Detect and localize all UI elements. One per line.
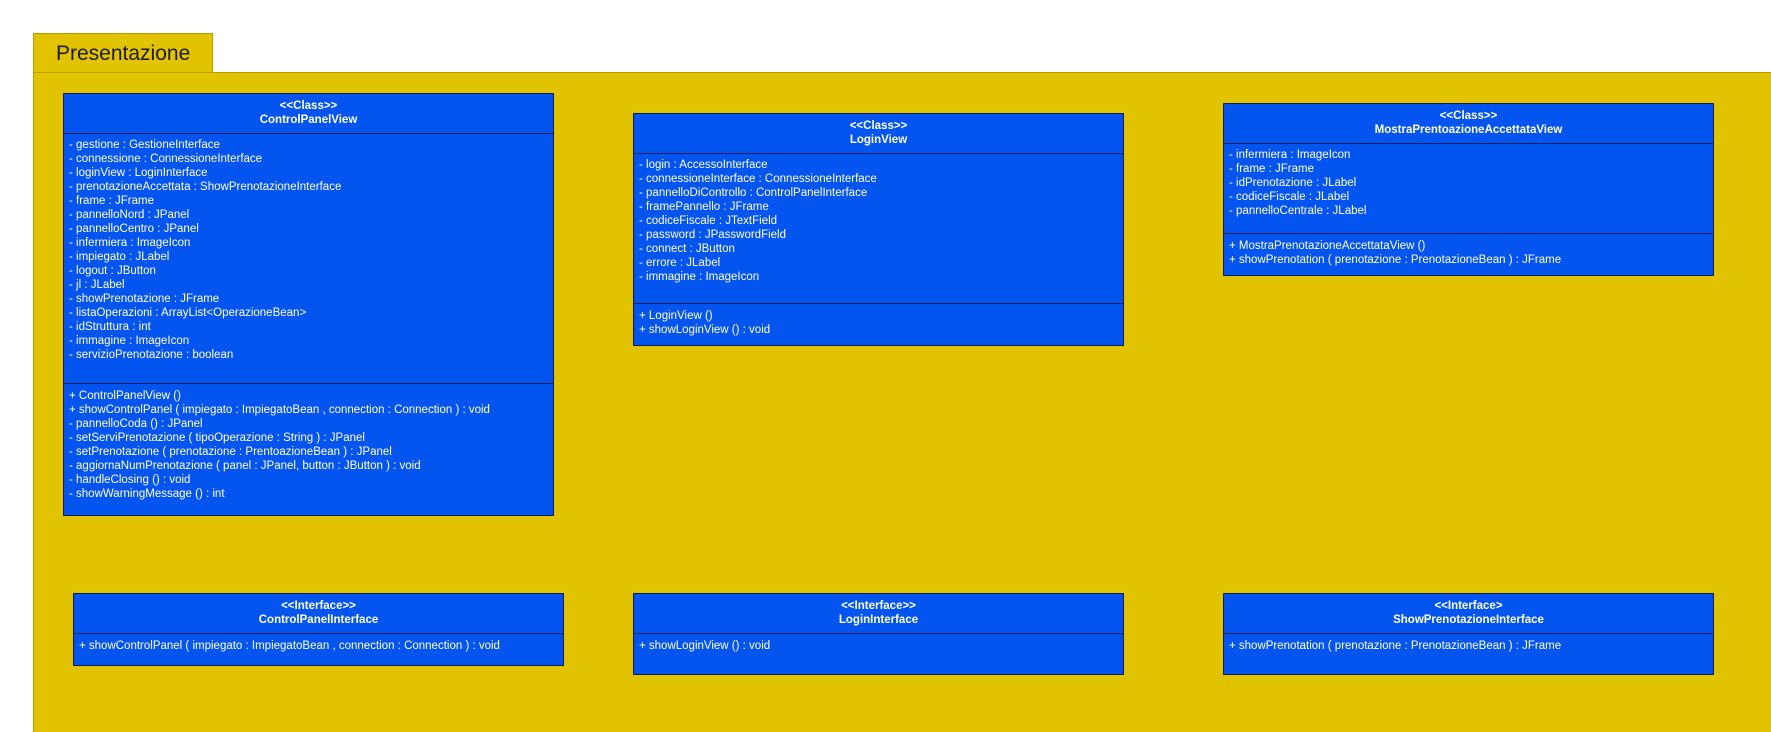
package-name: Presentazione bbox=[56, 42, 191, 65]
attribute-line: - immagine : ImageIcon bbox=[639, 271, 760, 283]
operations-compartment: + showControlPanel ( impiegato : Impiega… bbox=[74, 634, 563, 658]
attribute-line: - prenotazioneAccettata : ShowPrenotazio… bbox=[69, 181, 342, 193]
class-stereotype: <<Class>> bbox=[849, 120, 908, 132]
operations-compartment: + showLoginView () : void bbox=[634, 634, 1123, 658]
operation-line: + showLoginView () : void bbox=[639, 640, 771, 652]
attribute-line: - password : JPasswordField bbox=[639, 229, 786, 241]
interface-header: <<Interface> ShowPrenotazioneInterface bbox=[1224, 594, 1713, 634]
interface-login[interactable]: <<Interface>> LoginInterface + showLogin… bbox=[633, 593, 1124, 675]
operation-line: - setServiPrenotazione ( tipoOperazione … bbox=[69, 432, 365, 444]
operation-line: + showPrenotation ( prenotazione : Preno… bbox=[1229, 640, 1562, 652]
interface-show-prenotazione[interactable]: <<Interface> ShowPrenotazioneInterface +… bbox=[1223, 593, 1714, 675]
attribute-line: - pannelloDiControllo : ControlPanelInte… bbox=[639, 187, 868, 199]
attribute-line: - pannelloCentro : JPanel bbox=[69, 223, 199, 235]
operation-line: - showWarningMessage () : int bbox=[69, 488, 225, 500]
attribute-line: - impiegato : JLabel bbox=[69, 251, 170, 263]
interface-name: ControlPanelInterface bbox=[258, 614, 379, 626]
class-header: <<Class>> LoginView bbox=[634, 114, 1123, 154]
attributes-compartment: - infermiera : ImageIcon - frame : JFram… bbox=[1224, 144, 1713, 234]
attribute-line: - codiceFiscale : JTextField bbox=[639, 215, 778, 227]
attribute-line: - connect : JButton bbox=[639, 243, 735, 255]
operation-line: + LoginView () bbox=[639, 310, 713, 322]
attributes-compartment: - gestione : GestioneInterface - conness… bbox=[64, 134, 553, 384]
attribute-line: - login : AccessoInterface bbox=[639, 159, 768, 171]
operations-compartment: + showPrenotation ( prenotazione : Preno… bbox=[1224, 634, 1713, 658]
attribute-line: - pannelloNord : JPanel bbox=[69, 209, 190, 221]
operation-line: + MostraPrenotazioneAccettataView () bbox=[1229, 240, 1426, 252]
interface-header: <<Interface>> ControlPanelInterface bbox=[74, 594, 563, 634]
attribute-line: - frame : JFrame bbox=[1229, 163, 1314, 175]
attribute-line: - connessioneInterface : ConnessioneInte… bbox=[639, 173, 877, 185]
attribute-line: - logout : JButton bbox=[69, 265, 156, 277]
class-stereotype: <<Class>> bbox=[279, 100, 338, 112]
attribute-line: - infermiera : ImageIcon bbox=[1229, 149, 1351, 161]
attribute-line: - showPrenotazione : JFrame bbox=[69, 293, 220, 305]
attribute-line: - connessione : ConnessioneInterface bbox=[69, 153, 263, 165]
operation-line: + showLoginView () : void bbox=[639, 324, 771, 336]
class-name: MostraPrentoazioneAccettataView bbox=[1374, 124, 1563, 136]
interface-name: ShowPrenotazioneInterface bbox=[1393, 614, 1544, 626]
interface-stereotype: <<Interface> bbox=[1434, 600, 1503, 612]
attribute-line: - jl : JLabel bbox=[69, 279, 125, 291]
attribute-line: - errore : JLabel bbox=[639, 257, 721, 269]
operation-line: + showControlPanel ( impiegato : Impiega… bbox=[79, 640, 500, 652]
operation-line: + showControlPanel ( impiegato : Impiega… bbox=[69, 404, 490, 416]
attribute-line: - loginView : LoginInterface bbox=[69, 167, 208, 179]
attribute-line: - infermiera : ImageIcon bbox=[69, 237, 191, 249]
class-name: ControlPanelView bbox=[259, 114, 358, 126]
attribute-line: - frame : JFrame bbox=[69, 195, 154, 207]
operations-compartment: + MostraPrenotazioneAccettataView () + s… bbox=[1224, 234, 1713, 272]
attribute-line: - servizioPrenotazione : boolean bbox=[69, 349, 234, 361]
operations-compartment: + ControlPanelView () + showControlPanel… bbox=[64, 384, 553, 506]
attribute-line: - pannelloCentrale : JLabel bbox=[1229, 205, 1367, 217]
operations-compartment: + LoginView () + showLoginView () : void bbox=[634, 304, 1123, 342]
class-name: LoginView bbox=[849, 134, 908, 146]
interface-header: <<Interface>> LoginInterface bbox=[634, 594, 1123, 634]
attribute-line: - idStruttura : int bbox=[69, 321, 151, 333]
attribute-line: - idPrenotazione : JLabel bbox=[1229, 177, 1357, 189]
package-tab[interactable]: Presentazione bbox=[33, 33, 213, 73]
attribute-line: - framePannello : JFrame bbox=[639, 201, 769, 213]
class-stereotype: <<Class>> bbox=[1439, 110, 1498, 122]
attribute-line: - listaOperazioni : ArrayList<Operazione… bbox=[69, 307, 307, 319]
interface-name: LoginInterface bbox=[838, 614, 919, 626]
operation-line: - setPrenotazione ( prenotazione : Prent… bbox=[69, 446, 392, 458]
operation-line: - handleClosing () : void bbox=[69, 474, 191, 486]
operation-line: - pannelloCoda () : JPanel bbox=[69, 418, 203, 430]
attribute-line: - codiceFiscale : JLabel bbox=[1229, 191, 1350, 203]
attribute-line: - immagine : ImageIcon bbox=[69, 335, 190, 347]
interface-stereotype: <<Interface>> bbox=[281, 600, 356, 612]
class-login-view[interactable]: <<Class>> LoginView - login : AccessoInt… bbox=[633, 113, 1124, 346]
attributes-compartment: - login : AccessoInterface - connessione… bbox=[634, 154, 1123, 304]
operation-line: - aggiornaNumPrenotazione ( panel : JPan… bbox=[69, 460, 421, 472]
class-control-panel-view[interactable]: <<Class>> ControlPanelView - gestione : … bbox=[63, 93, 554, 516]
interface-stereotype: <<Interface>> bbox=[841, 600, 916, 612]
class-mostra-prenotazione-view[interactable]: <<Class>> MostraPrentoazioneAccettataVie… bbox=[1223, 103, 1714, 276]
interface-control-panel[interactable]: <<Interface>> ControlPanelInterface + sh… bbox=[73, 593, 564, 666]
operation-line: + showPrenotation ( prenotazione : Preno… bbox=[1229, 254, 1562, 266]
class-header: <<Class>> ControlPanelView bbox=[64, 94, 553, 134]
operation-line: + ControlPanelView () bbox=[69, 390, 181, 402]
class-header: <<Class>> MostraPrentoazioneAccettataVie… bbox=[1224, 104, 1713, 144]
attribute-line: - gestione : GestioneInterface bbox=[69, 139, 220, 151]
